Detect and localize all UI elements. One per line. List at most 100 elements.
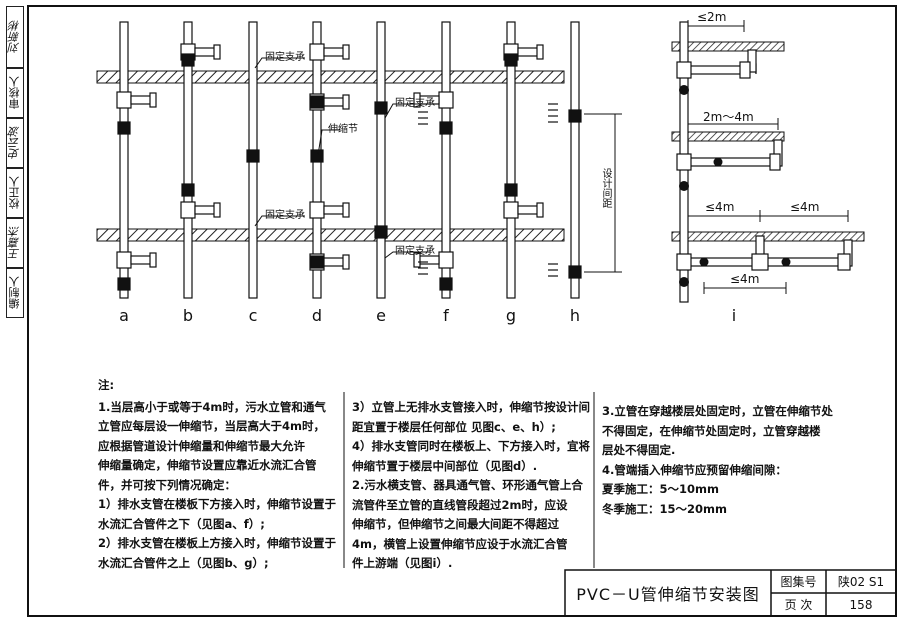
notes-right-line-5: 冬季施工：15～20mm [602, 501, 727, 516]
vertical-pipes [116, 21, 582, 299]
notes-mid-line-1: 距宜置于楼层任何部位 见图c、e、h）; [352, 419, 556, 434]
column-label-b: b [182, 306, 194, 325]
tee-fitting [180, 201, 196, 219]
notes-left-line-8: 水流汇合管件之上（见图b、g）; [98, 555, 269, 570]
expansion-joint [246, 149, 260, 163]
column-label-c: c [248, 306, 258, 325]
drawing-title: PVC－U管伸缩节安装图 [576, 585, 760, 604]
notes-left-line-6: 水流汇合管件之下（见图a、f）; [98, 516, 265, 531]
notes-mid-line-2: 4）排水支管同时在楼板上、下方接入时，宜将 [352, 439, 590, 453]
column-label-d: d [311, 306, 323, 325]
notes-right-line-2: 层处不得固定. [602, 443, 676, 457]
expansion-joint [504, 53, 518, 67]
notes-mid-line-4: 2.污水横支管、器具通气管、环形通气管上合 [352, 478, 583, 492]
pipe-5 [441, 21, 451, 299]
atlas-value: 陕02 S1 [837, 575, 885, 589]
tee-fitting [116, 91, 132, 109]
page-value: 158 [849, 597, 873, 612]
column-label-g: g [505, 306, 517, 325]
branch-end [536, 44, 544, 60]
notes-left-line-2: 应根据管道设计伸缩量和伸缩节最大允许 [98, 438, 305, 453]
notes-left-line-0: 1.当层高小于或等于4m时，污水立管和通气 [98, 399, 326, 414]
title-block: PVC－U管伸缩节安装图 图集号 陕02 S1 页 次 158 [565, 570, 893, 616]
dimension-d1: ≤2m [697, 10, 727, 24]
notes-left-line-7: 2）排水支管在楼板上方接入时，伸缩节设置于 [98, 536, 336, 550]
expansion-joint [117, 277, 131, 291]
branch-end [342, 44, 350, 60]
notes-mid-line-8: 件上游端（见图i）. [352, 556, 453, 570]
notes-right: 3.立管在穿越楼层处固定时，立管在伸缩节处 不得固定，在伸缩节处固定时，立管穿越… [602, 402, 833, 519]
branch-end [342, 202, 350, 218]
pipe-1 [183, 21, 193, 299]
dimension-d5: ≤4m [730, 272, 760, 286]
notes-left-line-1: 立管应每层设一伸缩节，当层高大于4m时， [98, 419, 325, 433]
callout-design-spacing: 设计间距 [600, 168, 611, 208]
column-label-f: f [443, 306, 449, 325]
column-label-e: e [376, 306, 386, 325]
expansion-joint [310, 95, 324, 109]
figure-i-pipes [676, 21, 853, 303]
floor-slab-lower [96, 228, 565, 242]
expansion-joint [374, 225, 388, 239]
expansion-joint [181, 53, 195, 67]
expansion-joint [117, 121, 131, 135]
notes-left-line-3: 伸缩量确定，伸缩节设置应靠近水流汇合管 [98, 458, 317, 472]
tee-fitting [438, 91, 454, 109]
branch-end [413, 92, 421, 108]
notes-mid: 3）立管上无排水支管接入时，伸缩节按设计间 距宜置于楼层任何部位 见图c、e、h… [352, 398, 590, 574]
dimension-d3: ≤4m [705, 200, 735, 214]
tee-fitting [309, 43, 325, 61]
notes-left-line-4: 件，并可按下列情况确定： [98, 477, 236, 492]
expansion-joint [374, 101, 388, 115]
notes-mid-line-0: 3）立管上无排水支管接入时，伸缩节按设计间 [352, 400, 590, 414]
branch-end [342, 94, 350, 110]
notes-right-line-4: 夏季施工：5～10mm [602, 482, 719, 496]
pipe-0 [119, 21, 129, 299]
notes-right-line-0: 3.立管在穿越楼层处固定时，立管在伸缩节处 [602, 404, 833, 418]
branch-end [342, 254, 350, 270]
floor-slab-i2 [671, 131, 785, 142]
figure-i-joints [679, 85, 791, 287]
expansion-joint [439, 121, 453, 135]
notes-mid-line-5: 流管件至立管的直线管段超过2m时，应设 [352, 497, 568, 512]
fixed-support-marks [418, 103, 558, 277]
callout-leaders [254, 57, 430, 259]
notes-left-line-5: 1）排水支管在楼板下方接入时，伸缩节设置于 [98, 497, 336, 511]
column-label-h: h [569, 306, 581, 325]
tee-fitting [309, 201, 325, 219]
callout-fixed-support-4: 固定支承 [395, 246, 435, 257]
tee-fitting [116, 251, 132, 269]
callout-fixed-support-2: 固定支承 [395, 98, 435, 109]
design-spacing-dimension [584, 113, 622, 273]
callout-fixed-support-3: 固定支承 [265, 210, 305, 221]
notes-heading: 注: [98, 378, 115, 392]
dimension-d2: 2m～4m [703, 110, 754, 124]
pipe-7 [570, 21, 580, 299]
branch-end [149, 92, 157, 108]
callout-fixed-support-1: 固定支承 [265, 52, 305, 63]
expansion-joint [568, 265, 582, 279]
sheet-border [27, 5, 897, 617]
floor-slab-i1 [671, 41, 785, 52]
column-label-i: i [731, 306, 737, 325]
atlas-label: 图集号 [780, 575, 817, 589]
callout-expansion-joint: 伸缩节 [328, 124, 358, 135]
expansion-joint [310, 255, 324, 269]
notes-left: 注: 1.当层高小于或等于4m时，污水立管和通气 立管应每层设一伸缩节，当层高大… [98, 376, 336, 573]
expansion-joint [504, 183, 518, 197]
floor-slab-i3 [671, 231, 865, 242]
notes-mid-line-6: 伸缩节，但伸缩节之间最大间距不得超过 [352, 517, 559, 531]
figure-i-dimensions [687, 20, 849, 294]
branch-end [536, 202, 544, 218]
pipe-4 [376, 21, 386, 299]
notes-mid-line-3: 伸缩节置于楼层中间部位（见图d）. [352, 458, 538, 473]
branch-end [149, 252, 157, 268]
expansion-joint [568, 109, 582, 123]
pipe-6 [506, 21, 516, 299]
title-block-grid [564, 569, 897, 617]
column-label-a: a [119, 306, 129, 325]
tee-fitting [503, 201, 519, 219]
floor-slab-upper [96, 70, 565, 84]
expansion-joint [439, 277, 453, 291]
